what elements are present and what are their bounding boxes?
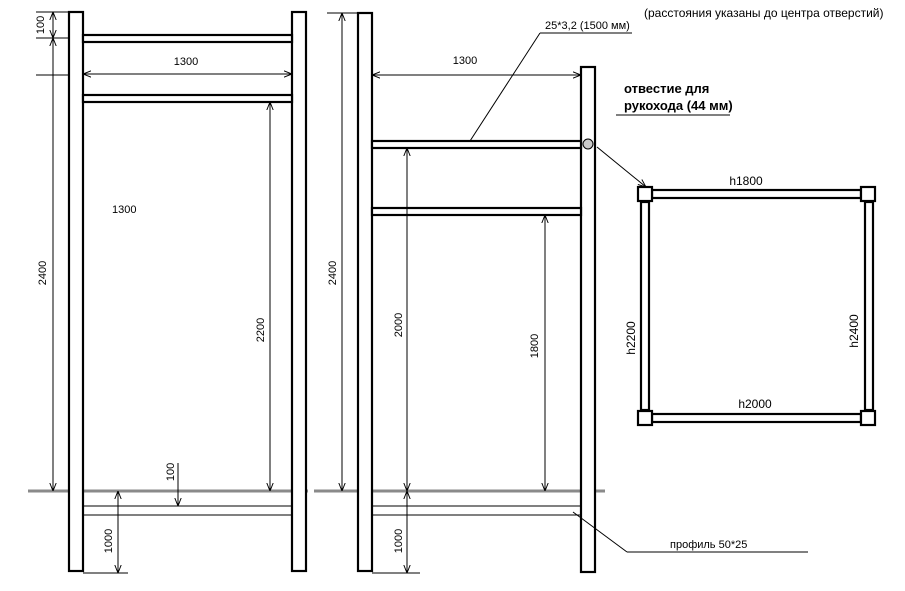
left-dim-height-bar-label: 2200	[255, 318, 267, 342]
middle-dim-height-upper-label: 2000	[393, 313, 405, 337]
plan-side-left	[639, 200, 651, 412]
plan-side-bottom	[650, 412, 863, 424]
plan-label-right: h2400	[847, 314, 861, 348]
left-frame-post-right	[290, 10, 308, 573]
left-dim-depth-label: 1000	[103, 529, 115, 553]
header-note: (расстояния указаны до центра отверстий)	[644, 6, 883, 20]
hole-label-line-2: рукохода (44 мм)	[624, 98, 733, 113]
plan-corner-bottom-left	[636, 409, 654, 427]
left-dim-top-offset-label: 100	[35, 16, 47, 34]
pipe-label: 25*3,2 (1500 мм)	[545, 20, 630, 32]
middle-dim-depth-label: 1000	[393, 529, 405, 553]
hole-leader-line	[596, 146, 646, 187]
left-dim-span-label: 1300	[174, 56, 198, 68]
plan-label-bottom: h2000	[738, 397, 772, 411]
middle-frame-post-left	[356, 11, 374, 573]
plan-corner-bottom-right	[859, 409, 877, 427]
handrail-hole-marker	[582, 138, 594, 150]
plan-corner-top-left	[636, 185, 654, 203]
middle-frame: 2400 1300 25*3,2 (1500 мм) 2000 1800 100…	[314, 11, 808, 574]
left-frame: 100 2400 1300 1300 2200 100 1000	[28, 10, 308, 574]
middle-dim-height-total-label: 2400	[327, 261, 339, 285]
left-span-inner-label: 1300	[112, 204, 136, 216]
left-dim-ground-gap-label: 100	[165, 463, 177, 481]
plan-side-top	[650, 188, 863, 200]
plan-label-top: h1800	[729, 174, 763, 188]
left-dim-height-total-label: 2400	[37, 261, 49, 285]
profile-label: профиль 50*25	[670, 539, 747, 551]
left-frame-bar-top	[81, 33, 294, 44]
plan-side-right	[863, 200, 875, 412]
middle-frame-post-right	[579, 65, 597, 574]
pipe-leader-line	[469, 32, 541, 142]
middle-dim-span-label: 1300	[453, 55, 477, 67]
middle-frame-bar-lower	[370, 206, 583, 217]
middle-frame-bar-upper	[370, 139, 583, 150]
hole-label-line-1: отвестие для	[624, 81, 709, 96]
left-frame-bar-second	[81, 93, 294, 104]
plan-view: h1800 h2000 h2200 h2400	[624, 174, 877, 427]
left-frame-post-left	[67, 10, 85, 573]
plan-corner-top-right	[859, 185, 877, 203]
plan-label-left: h2200	[624, 321, 638, 355]
profile-leader-line	[572, 511, 628, 553]
middle-dim-height-lower-label: 1800	[529, 334, 541, 358]
